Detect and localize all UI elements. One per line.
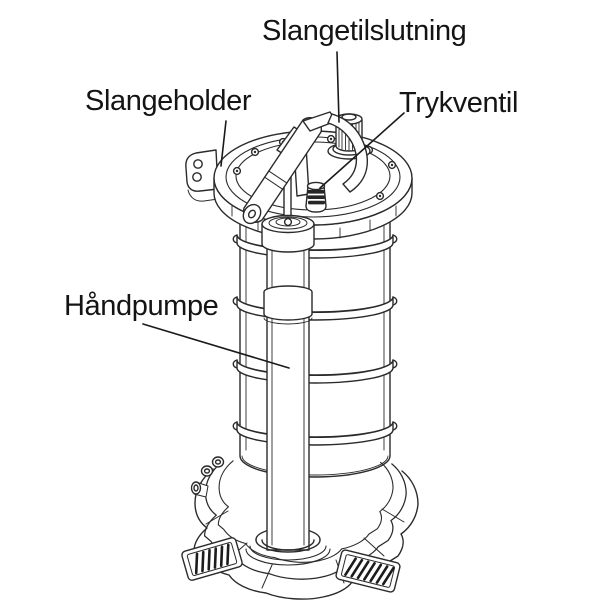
tube-base-boss	[245, 530, 331, 566]
hose-holder-pegs	[190, 456, 225, 498]
pressure-valve-part	[305, 181, 327, 213]
foot-pedal-right	[335, 549, 401, 593]
callout-hose-connection: Slangetilslutning	[262, 15, 467, 47]
base-plate	[181, 456, 419, 600]
callout-hand-pump: Håndpumpe	[64, 290, 219, 322]
leader-hose-holder	[220, 120, 227, 167]
base-outline-mid	[203, 461, 407, 580]
leader-hose-connection	[336, 51, 340, 123]
callout-pressure-valve: Trykventil	[399, 87, 518, 119]
container-body	[232, 209, 398, 478]
hand-pump-tube	[245, 214, 331, 566]
pump-handle	[242, 111, 369, 231]
leader-pressure-valve	[319, 112, 405, 189]
foot-pedal-left	[181, 537, 243, 581]
hose-holder-tab	[185, 149, 219, 202]
base-outline-inner	[217, 460, 394, 563]
leader-hand-pump	[142, 323, 290, 369]
callout-hose-holder: Slangeholder	[85, 85, 252, 117]
